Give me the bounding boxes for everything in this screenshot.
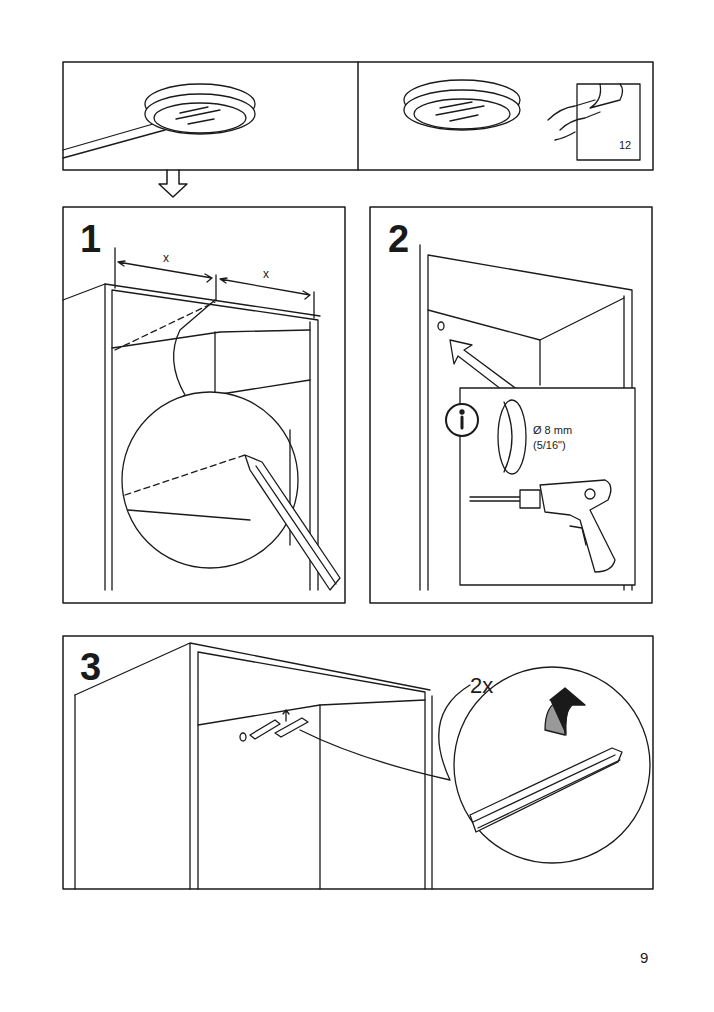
lamp [404, 80, 520, 130]
down-arrow [159, 170, 187, 197]
step-number: 1 [80, 220, 101, 258]
page-number: 9 [640, 950, 648, 965]
drill-size-inch: (5/16") [533, 440, 566, 451]
step-number: 3 [80, 648, 101, 686]
cabinet-marking [63, 248, 340, 590]
cabinet-strip [75, 643, 650, 889]
dimension-label: x [263, 268, 269, 280]
callout-number: 12 [619, 140, 631, 151]
step-number: 2 [388, 220, 409, 258]
quantity-label: 2x [470, 675, 493, 697]
dimension-label: x [163, 252, 169, 264]
drill-size: Ø 8 mm [533, 425, 572, 436]
lamp-with-cable [63, 84, 255, 158]
cabinet-drilling [420, 245, 635, 590]
sticker-sheet-icon [548, 84, 640, 160]
drill-icon [470, 480, 615, 572]
